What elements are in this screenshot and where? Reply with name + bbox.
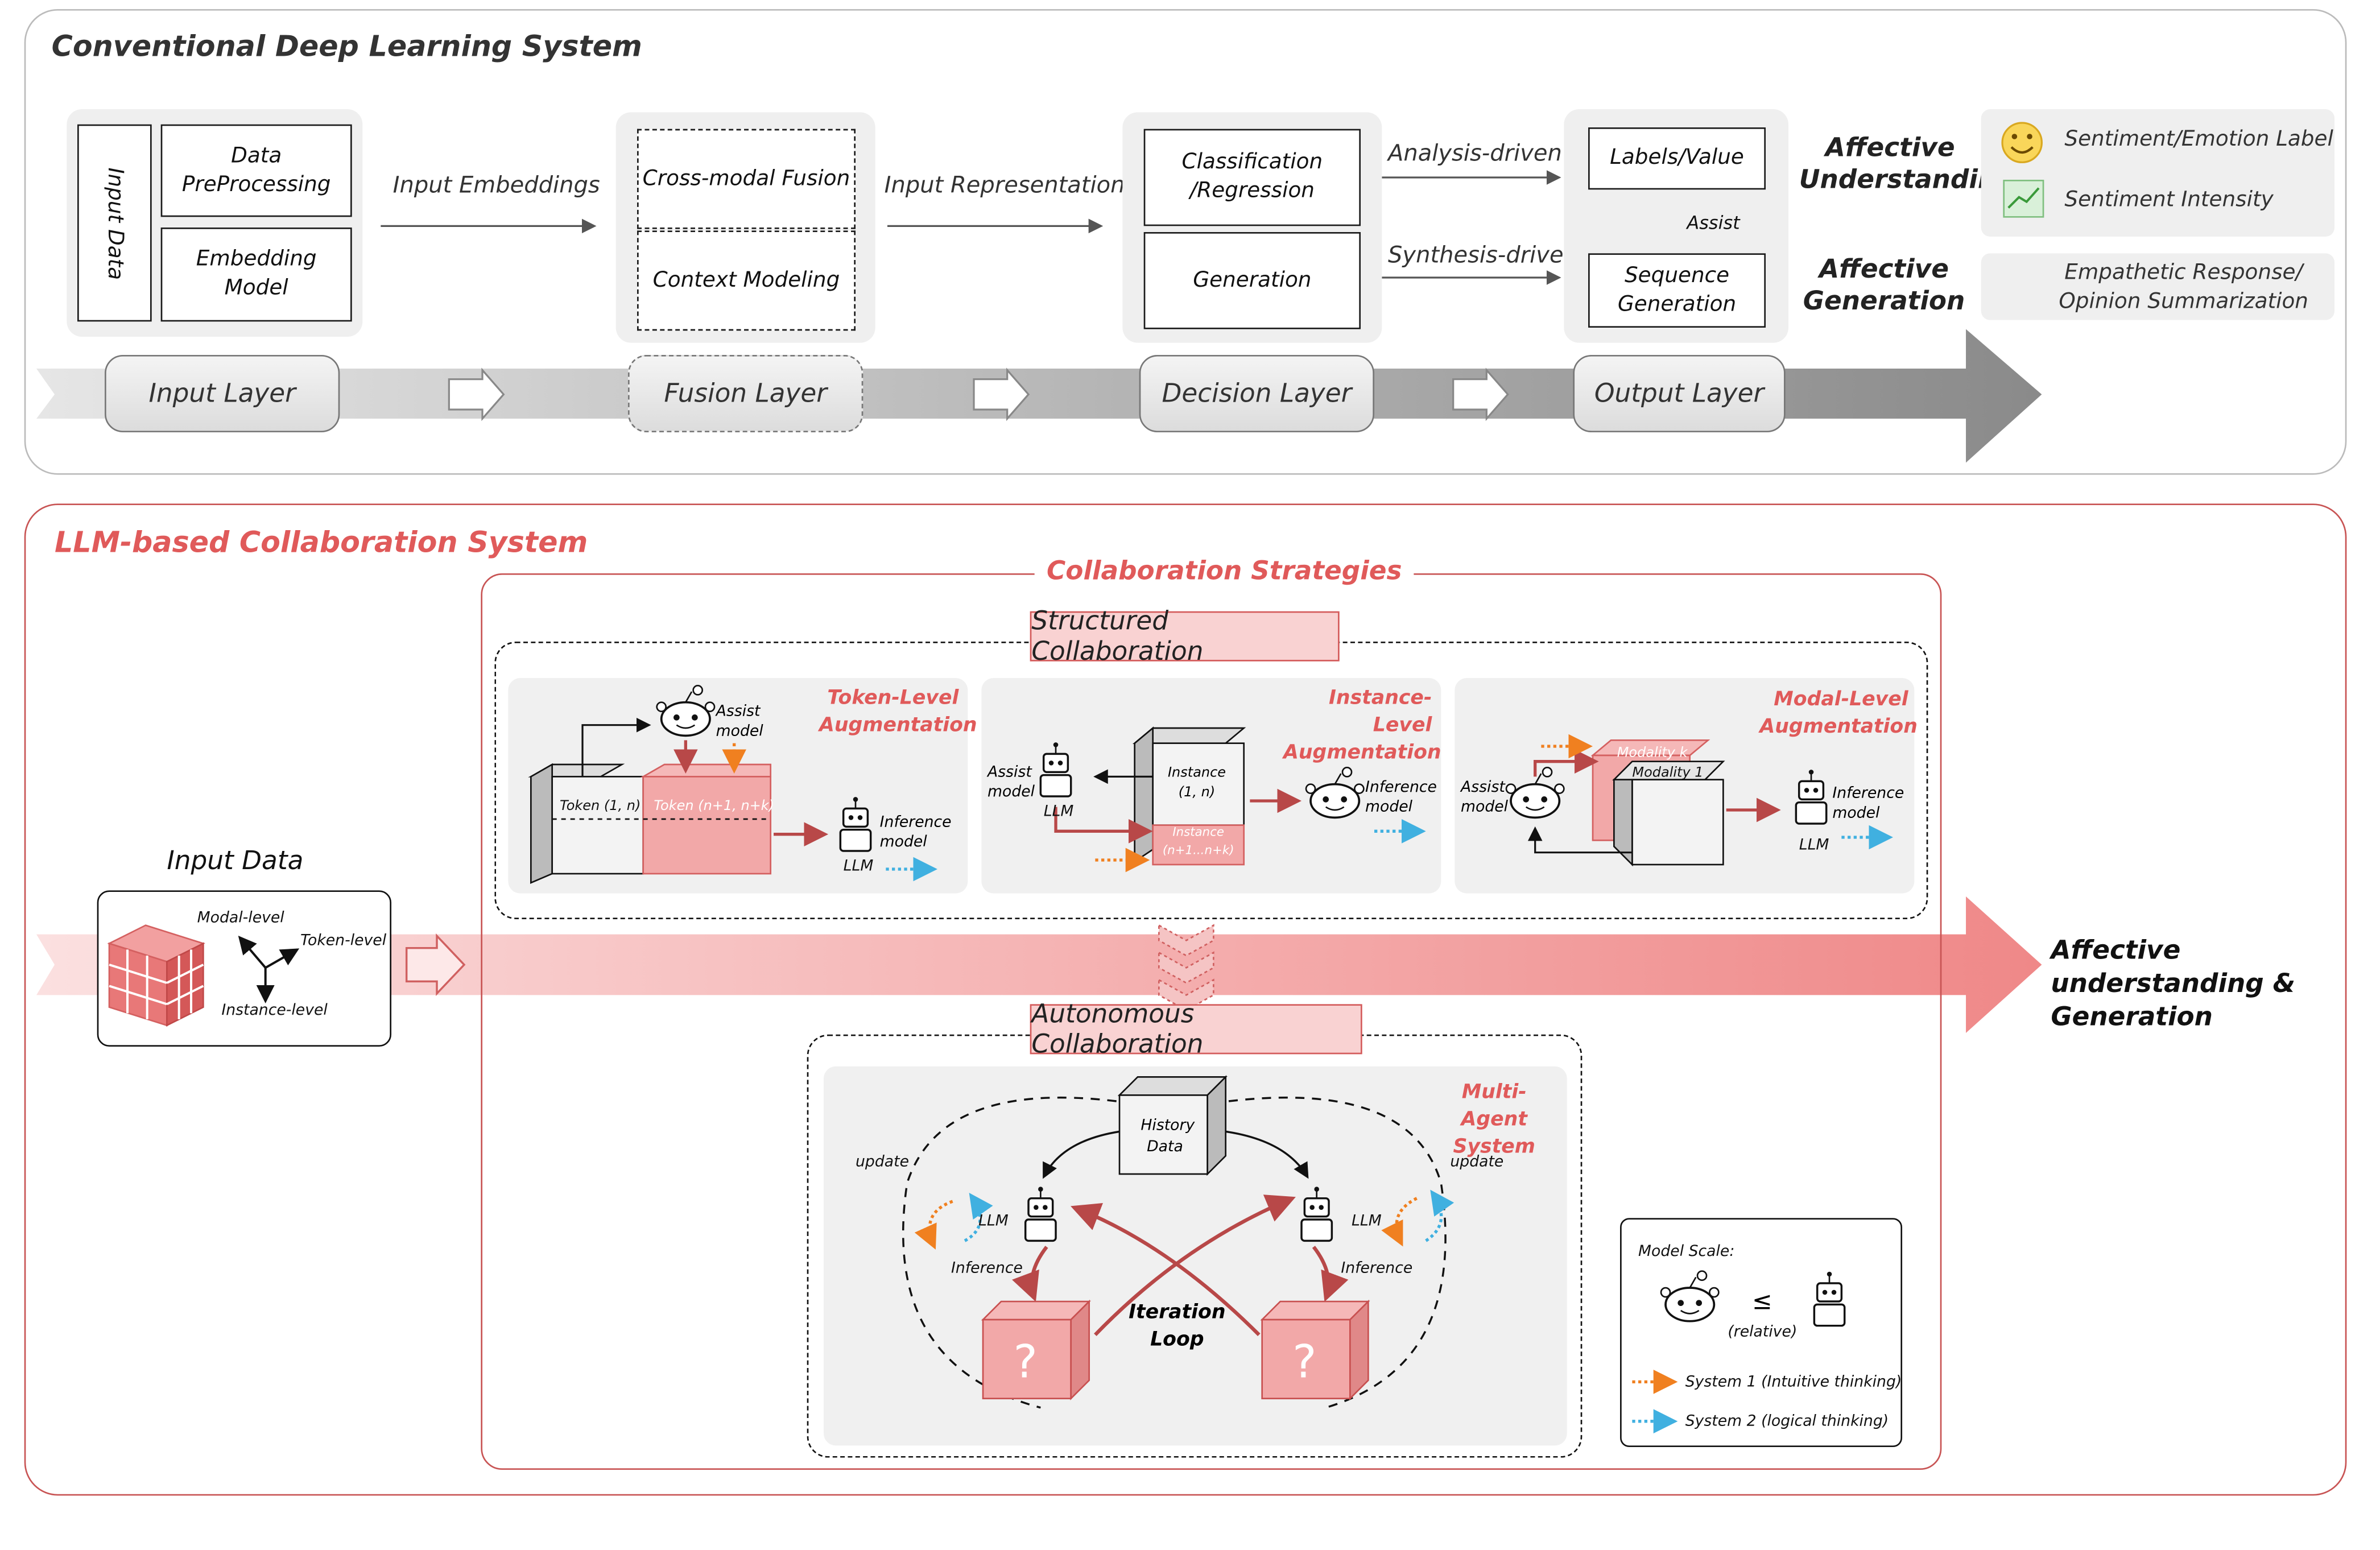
modal-llm-label: LLM (1799, 837, 1829, 854)
robot-icon-agent-left (1024, 1187, 1057, 1242)
labels-value-box: Labels/Value (1588, 127, 1766, 190)
instance-level-label: Instance-level (221, 1002, 328, 1020)
token-inference-model-label: Inference model (879, 815, 952, 852)
embedding-model-box: Embedding Model (160, 228, 352, 322)
affective-generation-label: Affective Generation (1803, 255, 1965, 317)
token-assist-model-label: Assist model (716, 704, 763, 741)
input-layer-pill: Input Layer (105, 355, 340, 433)
modal-aug-drawing (1527, 734, 1894, 867)
generation-outputs-group (1981, 253, 2335, 320)
modal-level-label: Modal-level (197, 910, 284, 927)
inference-right-label: Inference (1341, 1260, 1413, 1278)
inference-left-label: Inference (951, 1260, 1023, 1278)
modal-aug-title: Modal-Level Augmentation (1759, 688, 1918, 739)
token-n1nk-label: Token (n+1, n+k) (654, 799, 775, 815)
strategies-title: Collaboration Strategies (1034, 556, 1414, 588)
instance-assist-model-label: Assist model (987, 764, 1035, 801)
analysis-driven-label: Analysis-driven (1388, 139, 1562, 167)
token-1n-label: Token (1, n) (560, 799, 641, 815)
instance-llm-label: LLM (1043, 804, 1074, 821)
robot-icon-instance (1039, 742, 1072, 797)
model-scale-label: Model Scale: (1638, 1243, 1735, 1261)
modality-1-label: Modality 1 (1632, 766, 1704, 782)
sentiment-label-text: Sentiment/Emotion Label (2064, 127, 2333, 152)
sentiment-intensity-text: Sentiment Intensity (2064, 188, 2274, 213)
modal-assist-model-label: Assist model (1461, 779, 1509, 816)
llm-title: LLM-based Collaboration System (55, 526, 588, 560)
svg-text:?: ? (1013, 1335, 1037, 1388)
bottom-output-label: Affective understanding & Generation (2051, 936, 2296, 1034)
decision-layer-pill: Decision Layer (1139, 355, 1375, 433)
llm-left-label: LLM (978, 1213, 1009, 1230)
fusion-layer-pill: Fusion Layer (628, 355, 863, 433)
modality-k-label: Modality k (1617, 746, 1688, 762)
input-representations-label: Input Representations (884, 171, 1137, 199)
assist-label: Assist (1687, 212, 1740, 234)
relative-label: (relative) (1728, 1324, 1798, 1341)
svg-text:?: ? (1292, 1335, 1316, 1388)
data-cube-icon (107, 924, 205, 1027)
assist-model-icon (656, 685, 716, 737)
conventional-title: Conventional Deep Learning System (51, 30, 642, 64)
robot-icon-modal (1795, 770, 1828, 825)
token-aug-drawing (528, 717, 938, 884)
instance-aug-drawing (1054, 726, 1426, 873)
classification-box: Classification /Regression (1143, 129, 1361, 226)
history-data-label: History Data (1141, 1118, 1195, 1156)
modal-inference-model-label: Inference model (1832, 786, 1904, 822)
chart-icon (2003, 180, 2044, 218)
system2-label: System 2 (logical thinking) (1685, 1413, 1889, 1431)
token-llm-label: LLM (843, 858, 874, 875)
robot-icon-legend (1813, 1271, 1846, 1327)
context-modeling-box: Context Modeling (637, 230, 856, 331)
assist-model-icon-legend (1660, 1270, 1720, 1322)
conventional-panel (24, 9, 2347, 475)
update-right-label: update (1450, 1154, 1504, 1171)
token-level-label: Token-level (300, 933, 387, 950)
output-layer-pill: Output Layer (1573, 355, 1786, 433)
generation-box: Generation (1143, 232, 1361, 329)
sequence-generation-box: Sequence Generation (1588, 253, 1766, 328)
update-left-label: update (856, 1154, 909, 1171)
empathetic-response-text: Empathetic Response/ Opinion Summarizati… (2059, 261, 2308, 315)
system1-label: System 1 (Intuitive thinking) (1685, 1374, 1902, 1391)
multi-agent-drawing: ? ? (902, 1075, 1455, 1409)
smiley-icon (2001, 122, 2043, 163)
bottom-input-data-box (97, 890, 392, 1047)
affective-understanding-label: Affective Understanding (1799, 133, 2015, 196)
llm-panel (24, 503, 2347, 1496)
instance-inference-model-label: Inference model (1365, 779, 1437, 816)
assist-model-icon-instance (1305, 767, 1365, 819)
leq-symbol: ≤ (1752, 1286, 1772, 1316)
data-preprocessing-box: Data PreProcessing (160, 124, 352, 217)
multi-agent-title: Multi-Agent System (1453, 1081, 1535, 1159)
assist-model-icon-modal (1505, 767, 1565, 819)
robot-icon-agent-right (1300, 1187, 1333, 1242)
bottom-input-data-label: Input Data (167, 846, 304, 877)
legend-box (1620, 1218, 1903, 1448)
token-aug-title: Token-Level Augmentation (819, 687, 977, 738)
instance-aug-title: Instance-Level Augmentation (1283, 687, 1441, 765)
instance-1n-label: Instance (1, n) (1167, 766, 1226, 801)
input-embeddings-label: Input Embeddings (392, 171, 600, 199)
synthesis-driven-label: Synthesis-driven (1388, 241, 1578, 269)
input-data-box: Input Data (77, 124, 152, 322)
robot-icon-token (839, 797, 872, 852)
cross-modal-fusion-box: Cross-modal Fusion (637, 129, 856, 229)
iteration-loop-label: Iteration Loop (1129, 1301, 1226, 1352)
structured-collaboration-tag: Structured Collaboration (1030, 606, 1340, 667)
axes-icon (238, 935, 300, 1004)
llm-right-label: LLM (1352, 1213, 1382, 1230)
instance-n1-label: Instance (n+1...n+k) (1162, 825, 1234, 857)
